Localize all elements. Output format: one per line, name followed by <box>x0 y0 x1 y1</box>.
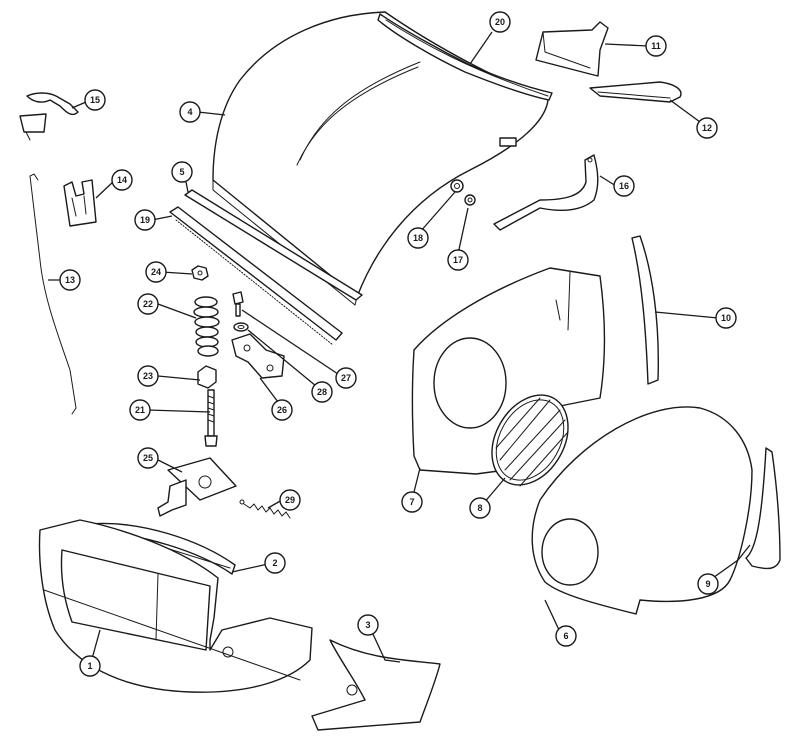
callout-19: 19 <box>134 209 156 231</box>
svg-text:6: 6 <box>563 631 568 641</box>
part-27-bolt <box>232 291 244 317</box>
svg-text:2: 2 <box>272 558 277 568</box>
part-17-washer <box>464 194 476 206</box>
callout-17: 17 <box>447 249 469 271</box>
part-29-spring <box>239 499 291 519</box>
part-22-spring <box>193 296 220 357</box>
callout-1: 1 <box>79 655 101 677</box>
callout-23: 23 <box>137 365 159 387</box>
part-8-mesh-grille <box>491 394 569 487</box>
part-13-stay-rod <box>29 173 77 415</box>
callout-10: 10 <box>715 307 737 329</box>
svg-text:21: 21 <box>135 405 145 415</box>
part-26-bracket <box>231 333 285 379</box>
part-7-inner-panel <box>411 267 606 475</box>
svg-text:15: 15 <box>90 95 100 105</box>
part-24-nut <box>191 265 209 281</box>
part-23-nut <box>197 365 217 389</box>
svg-text:29: 29 <box>285 495 295 505</box>
svg-text:3: 3 <box>365 620 370 630</box>
callout-13: 13 <box>59 269 81 291</box>
svg-text:11: 11 <box>651 41 661 51</box>
callout-8: 8 <box>469 497 491 519</box>
callout-15: 15 <box>84 89 106 111</box>
svg-text:12: 12 <box>702 123 712 133</box>
part-25-latch <box>157 457 237 517</box>
svg-text:20: 20 <box>495 17 505 27</box>
part-6-wing <box>531 406 753 615</box>
part-front-strip <box>184 189 363 301</box>
part-14-clip <box>63 179 97 227</box>
svg-text:26: 26 <box>277 405 287 415</box>
svg-text:10: 10 <box>721 313 731 323</box>
callout-20: 20 <box>489 11 511 33</box>
callout-18: 18 <box>407 227 429 249</box>
callout-3: 3 <box>357 614 379 636</box>
svg-text:16: 16 <box>619 181 629 191</box>
part-12-trim <box>589 81 682 103</box>
svg-text:14: 14 <box>117 175 127 185</box>
callout-29: 29 <box>279 489 301 511</box>
callout-16: 16 <box>613 175 635 197</box>
part-9-side-strip <box>745 447 781 570</box>
callout-4: 4 <box>179 101 201 123</box>
callout-7: 7 <box>401 491 423 513</box>
part-3-corner <box>311 639 441 731</box>
callout-14: 14 <box>111 169 133 191</box>
svg-text:27: 27 <box>341 373 351 383</box>
callout-6: 6 <box>555 625 577 647</box>
svg-text:1: 1 <box>87 661 92 671</box>
svg-text:24: 24 <box>151 267 161 277</box>
svg-text:9: 9 <box>705 579 710 589</box>
svg-text:8: 8 <box>477 503 482 513</box>
part-brush-strip <box>169 206 343 346</box>
svg-text:28: 28 <box>317 387 327 397</box>
svg-text:25: 25 <box>143 453 153 463</box>
part-11-bracket <box>535 21 609 77</box>
callout-28: 28 <box>311 381 333 403</box>
callout-24: 24 <box>145 261 167 283</box>
svg-text:13: 13 <box>65 275 75 285</box>
svg-text:22: 22 <box>143 299 153 309</box>
callout-9: 9 <box>697 573 719 595</box>
callout-25: 25 <box>137 447 159 469</box>
part-18-nut <box>450 179 464 193</box>
callout-21: 21 <box>129 399 151 421</box>
part-1-valance <box>38 519 313 693</box>
part-21-bolt <box>204 389 218 447</box>
svg-text:4: 4 <box>187 107 192 117</box>
svg-text:18: 18 <box>413 233 423 243</box>
callout-11: 11 <box>645 35 667 57</box>
part-15-clip <box>19 92 79 141</box>
part-16-stay <box>493 154 599 231</box>
svg-text:7: 7 <box>409 497 414 507</box>
svg-text:17: 17 <box>453 255 463 265</box>
svg-text:5: 5 <box>179 167 184 177</box>
callout-22: 22 <box>137 293 159 315</box>
part-10-trim <box>631 235 659 385</box>
callout-12: 12 <box>696 117 718 139</box>
callout-26: 26 <box>271 399 293 421</box>
part-bonnet <box>212 11 549 306</box>
svg-text:23: 23 <box>143 371 153 381</box>
part-seal-strip <box>377 13 553 101</box>
callout-5: 5 <box>171 161 193 183</box>
callout-2: 2 <box>264 552 286 574</box>
callout-27: 27 <box>335 367 357 389</box>
part-28-washer <box>233 322 249 332</box>
svg-text:19: 19 <box>140 215 150 225</box>
